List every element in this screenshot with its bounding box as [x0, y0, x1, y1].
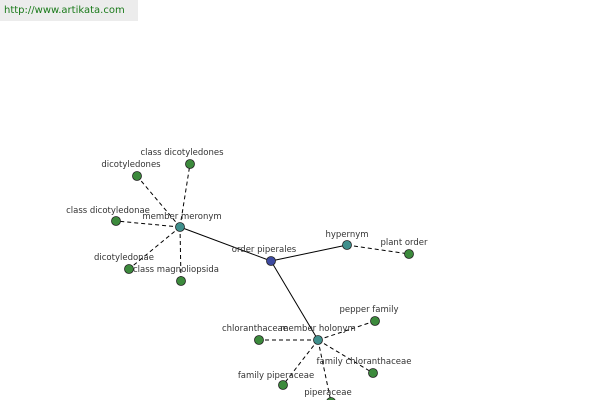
leaf-node-dicotyledones[interactable] — [132, 171, 142, 181]
source-url[interactable]: http://www.artikata.com — [0, 0, 138, 21]
graph-nodes — [111, 159, 414, 400]
edge-holonym-o5 — [317, 339, 332, 400]
leaf-node-class-magnoliopsida[interactable] — [176, 276, 186, 286]
leaf-label-family-chloranthaceae: family chloranthaceae — [317, 357, 412, 367]
relation-label-hypernym: hypernym — [325, 230, 368, 240]
leaf-node-family-piperaceae[interactable] — [278, 380, 288, 390]
edge-root-hypernym — [270, 244, 348, 262]
edge-meronym-m1 — [179, 163, 191, 228]
edge-hypernym-h1 — [346, 244, 410, 255]
edge-root-meronym — [179, 226, 272, 262]
leaf-node-pepper-family[interactable] — [370, 316, 380, 326]
leaf-label-class-dicotyledones: class dicotyledones — [140, 148, 224, 158]
leaf-node-chloranthaceae[interactable] — [254, 335, 264, 345]
root-node-order-piperales[interactable] — [266, 256, 276, 266]
edge-holonym-o3 — [317, 339, 374, 374]
root-label-order-piperales: order piperales — [232, 245, 297, 255]
relation-node-member-meronym[interactable] — [175, 222, 185, 232]
leaf-label-class-magnoliopsida: class magnoliopsida — [133, 265, 219, 275]
leaf-label-plant-order: plant order — [380, 238, 428, 248]
leaf-node-dicotyledonae[interactable] — [124, 264, 134, 274]
relation-node-hypernym[interactable] — [342, 240, 352, 250]
edge-meronym-m3 — [115, 220, 181, 228]
graph-edges — [115, 163, 410, 400]
leaf-label-chloranthaceae: chloranthaceae — [222, 324, 288, 334]
leaf-node-piperaceae[interactable] — [326, 397, 336, 400]
edge-holonym-o4 — [282, 339, 319, 386]
edge-root-holonym — [270, 260, 319, 341]
leaf-node-class-dicotyledonae[interactable] — [111, 216, 121, 226]
relation-label-member-meronym: member meronym — [142, 212, 221, 222]
relation-label-member-holonym: member holonym — [280, 324, 355, 334]
graph-labels: class dicotyledones dicotyledones class di… — [66, 148, 428, 398]
leaf-label-dicotyledonae: dicotyledonae — [94, 253, 154, 263]
leaf-node-plant-order[interactable] — [404, 249, 414, 259]
relation-node-member-holonym[interactable] — [313, 335, 323, 345]
edge-holonym-o1 — [317, 320, 376, 341]
leaf-label-pepper-family: pepper family — [339, 305, 398, 315]
leaf-node-class-dicotyledones[interactable] — [185, 159, 195, 169]
leaf-node-family-chloranthaceae[interactable] — [368, 368, 378, 378]
leaf-label-family-piperaceae: family piperaceae — [238, 371, 314, 381]
leaf-label-class-dicotyledonae: class dicotyledonae — [66, 206, 150, 216]
leaf-label-dicotyledones: dicotyledones — [101, 160, 161, 170]
edge-meronym-m5 — [179, 226, 182, 282]
leaf-label-piperaceae: piperaceae — [304, 388, 351, 398]
